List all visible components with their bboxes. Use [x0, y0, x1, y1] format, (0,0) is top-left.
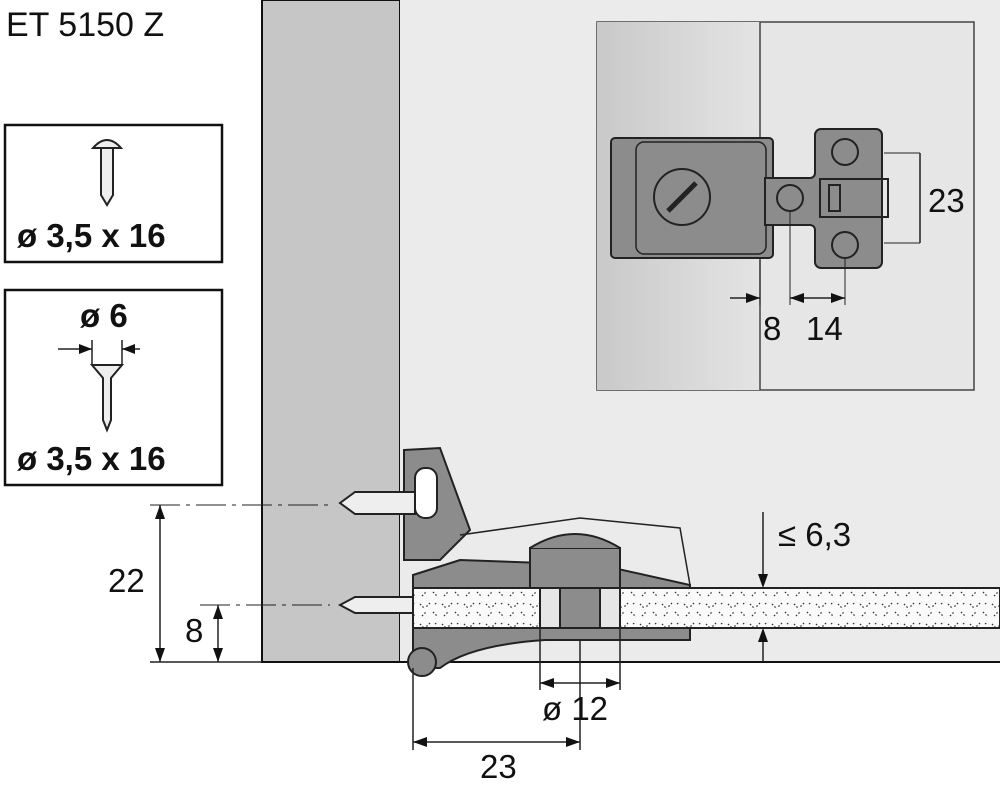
dim-23: 23	[480, 748, 517, 785]
dim-hinge-right: 14	[806, 310, 843, 347]
screw-head-icon	[776, 138, 859, 259]
dim-hinge-height: 23	[928, 182, 965, 219]
screw-size-label-1: ø 3,5 x 16	[17, 217, 166, 254]
dim-8: 8	[185, 612, 204, 649]
section-view	[150, 446, 1000, 750]
dim-hinge-left: 8	[763, 310, 782, 347]
countersunk-screw-icon	[89, 364, 125, 433]
pan-head-screw-icon	[90, 139, 124, 207]
side-panel	[261, 0, 401, 663]
screw-box-2	[3, 288, 224, 487]
dim-22: 22	[108, 562, 145, 599]
hinge-detail-view	[596, 21, 975, 391]
dim-gap: ≤ 6,3	[778, 516, 852, 553]
screw-icon	[338, 491, 416, 515]
screw-icon	[337, 596, 414, 614]
screw-size-label-2: ø 3,5 x 16	[17, 440, 166, 477]
screw-head-diameter-label: ø 6	[80, 297, 128, 334]
dim-diameter-12: ø 12	[542, 690, 609, 727]
product-title: ET 5150 Z	[6, 6, 165, 44]
